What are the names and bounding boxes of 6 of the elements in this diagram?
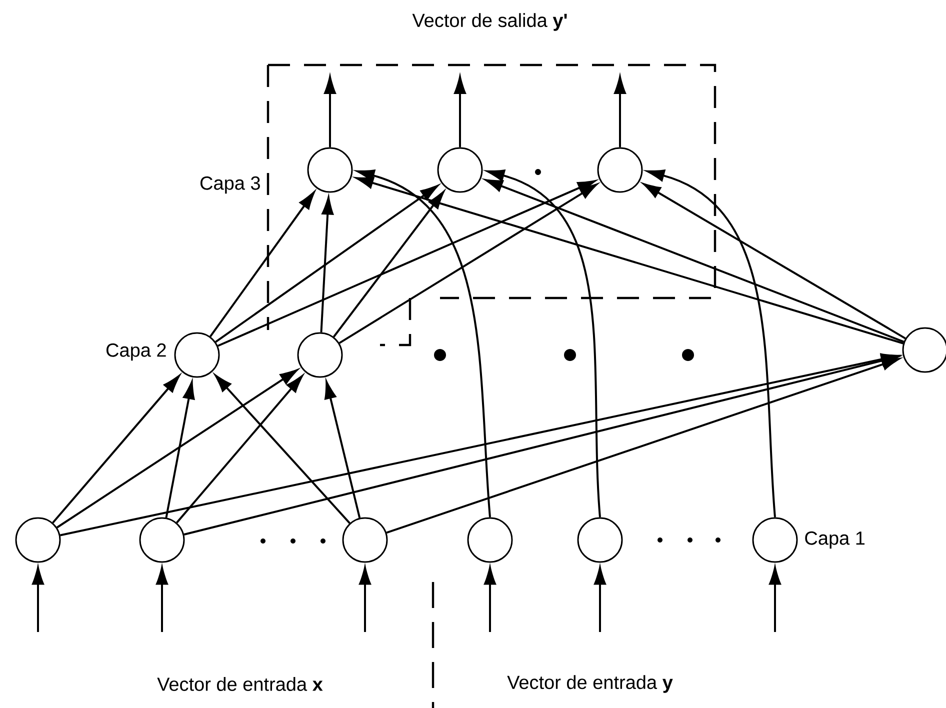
title: Vector de salida y' <box>412 13 567 31</box>
neuron-circle <box>307 147 353 193</box>
neuron-circle <box>139 517 185 563</box>
axis-caption: Vector de entrada x <box>157 677 323 691</box>
neuron-circle <box>15 517 61 563</box>
axis-caption: Vector de entrada y <box>507 675 673 693</box>
